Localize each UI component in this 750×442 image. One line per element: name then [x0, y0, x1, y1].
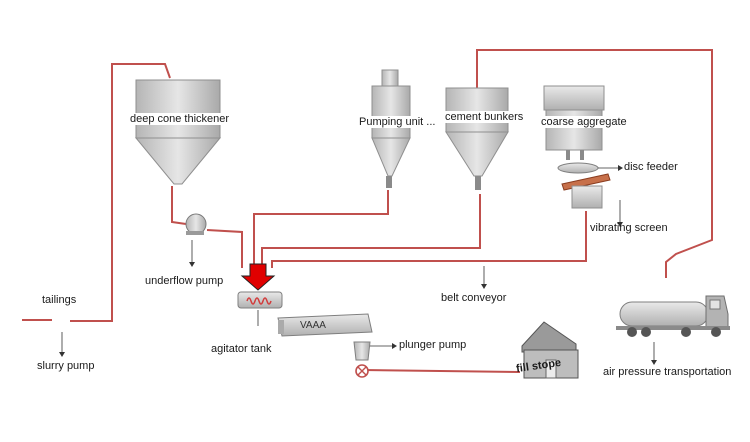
label-underflow-pump: underflow pump [145, 275, 224, 287]
pumping-unit-silo [371, 69, 411, 188]
vibrating-screen [561, 173, 611, 209]
label-vibrating-screen: vibrating screen [590, 222, 668, 234]
label-slurry-pump: slurry pump [37, 360, 95, 372]
pipe-cement-bunkers [261, 194, 481, 268]
red-down-arrow-icon [240, 263, 276, 291]
disc-feeder [557, 162, 599, 174]
truck-icon [616, 295, 730, 337]
label-pumping-unit: Pumping unit ... [357, 116, 438, 128]
pipe-underflow-to-agitator [206, 229, 243, 268]
pipe-slurry-to-thickener [70, 63, 171, 322]
label-agitator-tank: agitator tank [211, 343, 272, 355]
label-conveyor-mark: VAAA [300, 320, 326, 331]
label-cement-bunkers: cement bunkers [443, 111, 526, 123]
label-air-pressure-transportation: air pressure transportation [603, 366, 732, 378]
label-tailings: tailings [42, 294, 77, 306]
label-belt-conveyor: belt conveyor [441, 292, 507, 304]
label-plunger-pump: plunger pump [399, 339, 467, 351]
label-disc-feeder: disc feeder [624, 161, 678, 173]
pipe-vibrating-screen [271, 211, 587, 268]
leader-lines [61, 167, 655, 360]
pipe-air-pressure [476, 49, 713, 278]
leader-arrowheads [59, 165, 657, 365]
label-deep-cone-thickener: deep cone thickener [128, 113, 232, 125]
agitator-tank [237, 291, 283, 309]
pump-icon [185, 213, 207, 235]
cement-bunkers [445, 87, 509, 190]
plunger-pump [353, 341, 371, 361]
pipe-thickener-to-underflow [171, 186, 187, 225]
pipe-plunger-to-stope [361, 369, 521, 373]
mixer-cylinder [277, 313, 373, 337]
pipe-pumping-unit [253, 190, 389, 268]
house-icon [521, 321, 579, 379]
deep-cone-thickener [134, 79, 222, 185]
label-coarse-aggregate: coarse aggregate [539, 116, 629, 128]
pipe-network [22, 49, 713, 373]
valve-icon [355, 364, 369, 378]
